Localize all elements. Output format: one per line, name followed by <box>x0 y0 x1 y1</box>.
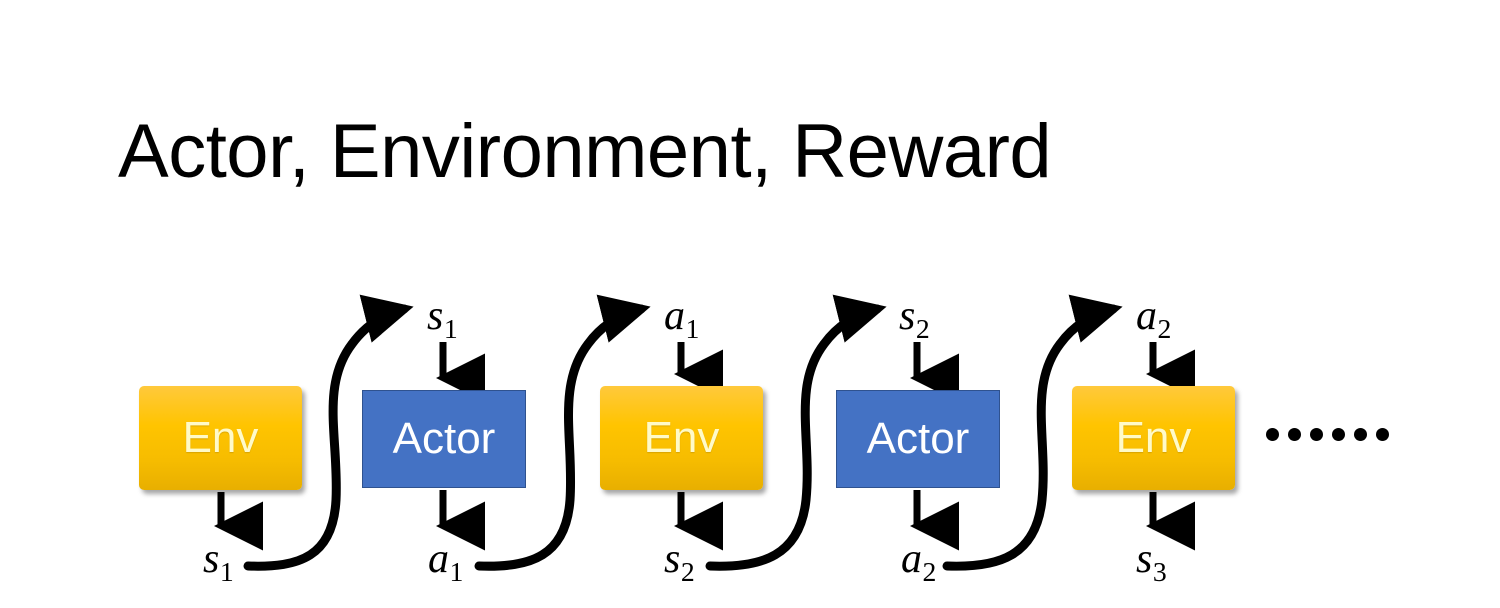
node-env-3[interactable]: Env <box>1072 386 1235 490</box>
ellipsis-dot <box>1288 428 1301 441</box>
label-action-a1-bottom-base: a <box>428 536 449 582</box>
label-state-s1-bottom: s1 <box>203 538 234 586</box>
ellipsis-dot-group <box>1332 428 1389 441</box>
label-action-a1-bottom-subscript: 1 <box>449 555 464 587</box>
label-action-a2-bottom-subscript: 2 <box>922 555 937 587</box>
label-state-s3-bottom: s3 <box>1136 538 1167 586</box>
label-state-s1-bottom-subscript: 1 <box>219 555 234 587</box>
label-state-s1-top: s1 <box>427 295 458 343</box>
node-actor-2-label: Actor <box>866 414 970 463</box>
label-state-s1-bottom-base: s <box>203 536 220 582</box>
page-title: Actor, Environment, Reward <box>118 109 1052 194</box>
label-action-a2-bottom: a2 <box>901 538 936 586</box>
ellipsis-dot-group <box>1266 428 1323 441</box>
label-state-s2-top: s2 <box>899 295 930 343</box>
label-state-s2-top-subscript: 2 <box>915 312 930 344</box>
label-action-a1-bottom: a1 <box>428 538 463 586</box>
node-actor-1[interactable]: Actor <box>362 390 526 488</box>
label-action-a2-top-base: a <box>1136 293 1157 339</box>
node-actor-2[interactable]: Actor <box>836 390 1000 488</box>
label-action-a1-top-subscript: 1 <box>685 312 700 344</box>
label-state-s3-bottom-subscript: 3 <box>1152 555 1167 587</box>
node-env-1[interactable]: Env <box>139 386 302 490</box>
node-actor-1-label: Actor <box>392 414 496 463</box>
node-env-1-label: Env <box>182 413 259 462</box>
node-env-2[interactable]: Env <box>600 386 763 490</box>
ellipsis-dot <box>1266 428 1279 441</box>
label-state-s3-bottom-base: s <box>1136 536 1153 582</box>
label-state-s1-top-base: s <box>427 293 444 339</box>
ellipsis-dot <box>1310 428 1323 441</box>
ellipsis-dot <box>1354 428 1367 441</box>
label-state-s2-bottom-subscript: 2 <box>680 555 695 587</box>
label-state-s1-top-subscript: 1 <box>443 312 458 344</box>
node-env-3-label: Env <box>1115 413 1192 462</box>
continuation-ellipsis-icon <box>1266 428 1389 441</box>
ellipsis-dot <box>1332 428 1345 441</box>
label-action-a2-top-subscript: 2 <box>1157 312 1172 344</box>
node-env-2-label: Env <box>643 413 720 462</box>
label-action-a2-bottom-base: a <box>901 536 922 582</box>
label-action-a1-top: a1 <box>664 295 699 343</box>
ellipsis-dot <box>1376 428 1389 441</box>
label-action-a1-top-base: a <box>664 293 685 339</box>
label-action-a2-top: a2 <box>1136 295 1171 343</box>
label-state-s2-top-base: s <box>899 293 916 339</box>
label-state-s2-bottom-base: s <box>664 536 681 582</box>
label-state-s2-bottom: s2 <box>664 538 695 586</box>
